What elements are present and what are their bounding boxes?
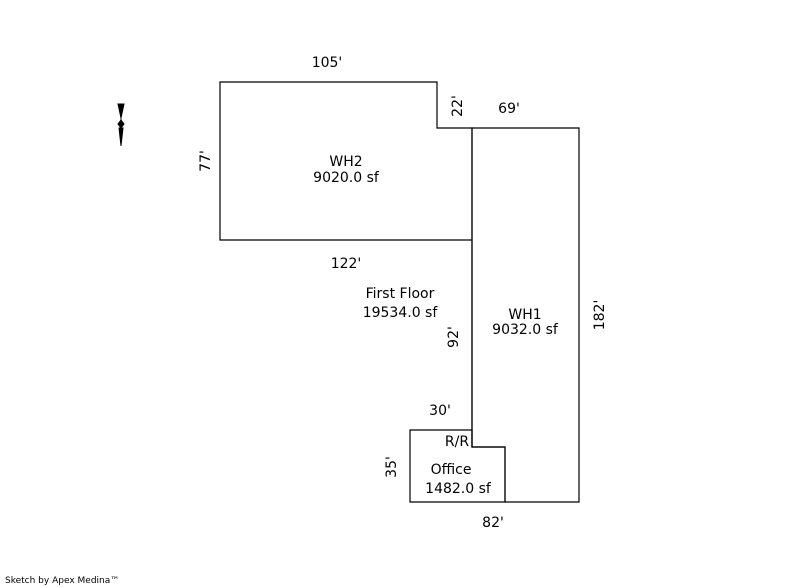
dim-wh2-left: 77' — [198, 150, 214, 172]
dim-wh1-top: 69' — [498, 101, 520, 117]
dim-office-left: 35' — [384, 456, 400, 478]
sketch-credit: Sketch by Apex Medina™ — [5, 576, 119, 586]
wh1-area: 9032.0 sf — [492, 322, 559, 338]
office-name: Office — [431, 462, 472, 478]
office-area: 1482.0 sf — [425, 481, 492, 497]
dim-inner-vertical: 92' — [446, 326, 462, 348]
office-outline — [409, 429, 506, 503]
dim-right: 182' — [592, 300, 608, 331]
wh1-name: WH1 — [508, 307, 541, 323]
wh2-area: 9020.0 sf — [313, 170, 380, 186]
dim-wh2-bottom: 122' — [331, 256, 362, 272]
first-floor-name: First Floor — [366, 286, 435, 302]
dim-notch: 22' — [450, 95, 466, 117]
north-arrow-icon — [117, 103, 125, 147]
rr-label: R/R — [445, 434, 469, 450]
first-floor-area: 19534.0 sf — [363, 305, 439, 321]
dim-office-top: 30' — [429, 403, 451, 419]
wh2-name: WH2 — [329, 154, 362, 170]
dim-bottom: 82' — [482, 515, 504, 531]
dim-top: 105' — [312, 55, 343, 71]
